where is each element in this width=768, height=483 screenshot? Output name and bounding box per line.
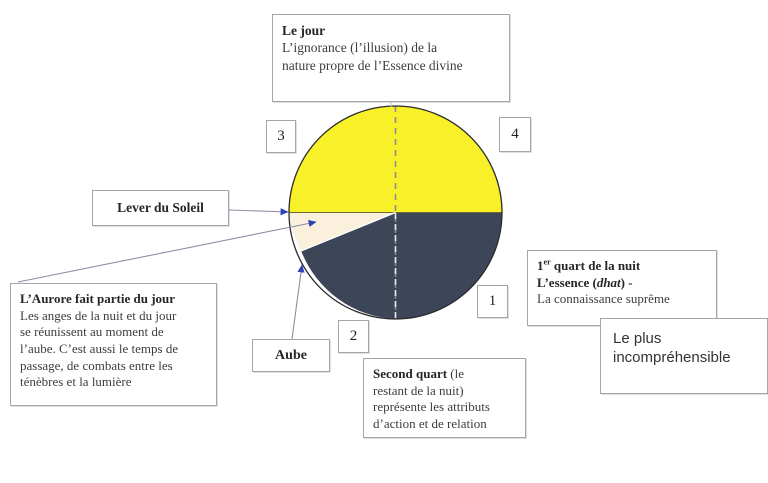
- box-second-quart: Second quart (le restant de la nuit) rep…: [363, 358, 526, 438]
- segment-number-2: 2: [338, 320, 369, 353]
- number-1-text: 1: [488, 293, 497, 309]
- segment-number-1: 1: [477, 285, 508, 318]
- segment-number-4: 4: [499, 117, 531, 152]
- segment-jour-droite: [395, 106, 502, 213]
- aurore-heading: L’Aurore fait partie du jour: [20, 291, 176, 306]
- le-plus-line2: incompréhensible: [613, 349, 731, 367]
- box-premier-quart-line1: 1er quart de la nuit: [537, 258, 707, 275]
- box-premier-quart: 1er quart de la nuit L’essence (dhat) - …: [527, 250, 717, 326]
- box-le-jour: Le jour L’ignorance (l’illusion) de la n…: [272, 14, 510, 102]
- label-lever-du-soleil: Lever du Soleil: [92, 190, 229, 226]
- day-night-circle: [288, 105, 503, 320]
- circle-outline: [288, 105, 503, 320]
- premier-quart-line1-rest: quart de la nuit: [550, 258, 641, 273]
- aurore-line4: passage, de combats entre les: [20, 357, 173, 373]
- segment-number-3: 3: [266, 120, 296, 153]
- second-quart-rest: (le: [447, 366, 465, 381]
- connector-lever-du-soleil: [228, 208, 289, 216]
- aube-text: Aube: [275, 347, 307, 363]
- segment-second-quart: [301, 212, 396, 319]
- second-quart-line4: d’action et de relation: [373, 415, 487, 431]
- segment-jour-gauche: [289, 106, 396, 213]
- premier-quart-ordinal-suffix: er: [543, 257, 551, 267]
- number-3-text: 3: [277, 128, 285, 144]
- second-quart-line1: Second quart (le: [373, 366, 516, 383]
- box-le-jour-line2: nature propre de l’Essence divine: [282, 57, 463, 73]
- le-plus-line1: Le plus: [613, 330, 662, 347]
- aurore-line1: Les anges de la nuit et du jour: [20, 307, 177, 323]
- premier-quart-ordinal: 1: [537, 258, 544, 273]
- premier-quart-dhat: dhat: [596, 274, 621, 290]
- segment-premier-quart: [395, 212, 502, 319]
- number-4-text: 4: [511, 126, 519, 142]
- second-quart-bold: Second quart: [373, 366, 448, 381]
- aurore-line5: ténèbres et la lumière: [20, 374, 132, 390]
- lever-du-soleil-text: Lever du Soleil: [117, 200, 204, 215]
- box-le-jour-line1: L’ignorance (l’illusion) de la: [282, 40, 438, 56]
- premier-quart-essence-pre: L’essence (: [537, 274, 597, 290]
- box-premier-quart-line3: La connaissance suprême: [537, 291, 670, 307]
- circle-svg: [288, 105, 503, 320]
- box-aurore: L’Aurore fait partie du jour Les anges d…: [10, 283, 217, 406]
- number-2-text: 2: [349, 328, 358, 344]
- second-quart-line2: restant de la nuit): [373, 382, 464, 398]
- second-quart-line3: représente les attributs: [373, 399, 490, 415]
- box-le-jour-heading: Le jour: [282, 23, 326, 38]
- connector-aurore: [17, 219, 317, 283]
- box-premier-quart-line2: L’essence (dhat) -: [537, 275, 707, 292]
- aurore-line2: se réunissent au moment de: [20, 324, 164, 340]
- box-le-plus-incomprehensible: Le plus incompréhensible: [600, 318, 768, 394]
- label-aube: Aube: [252, 339, 330, 372]
- aurore-line3: l’aube. C’est aussi le temps de: [20, 340, 179, 356]
- dawn-wedge-edge: [300, 211, 396, 252]
- premier-quart-essence-post: ) -: [620, 274, 633, 290]
